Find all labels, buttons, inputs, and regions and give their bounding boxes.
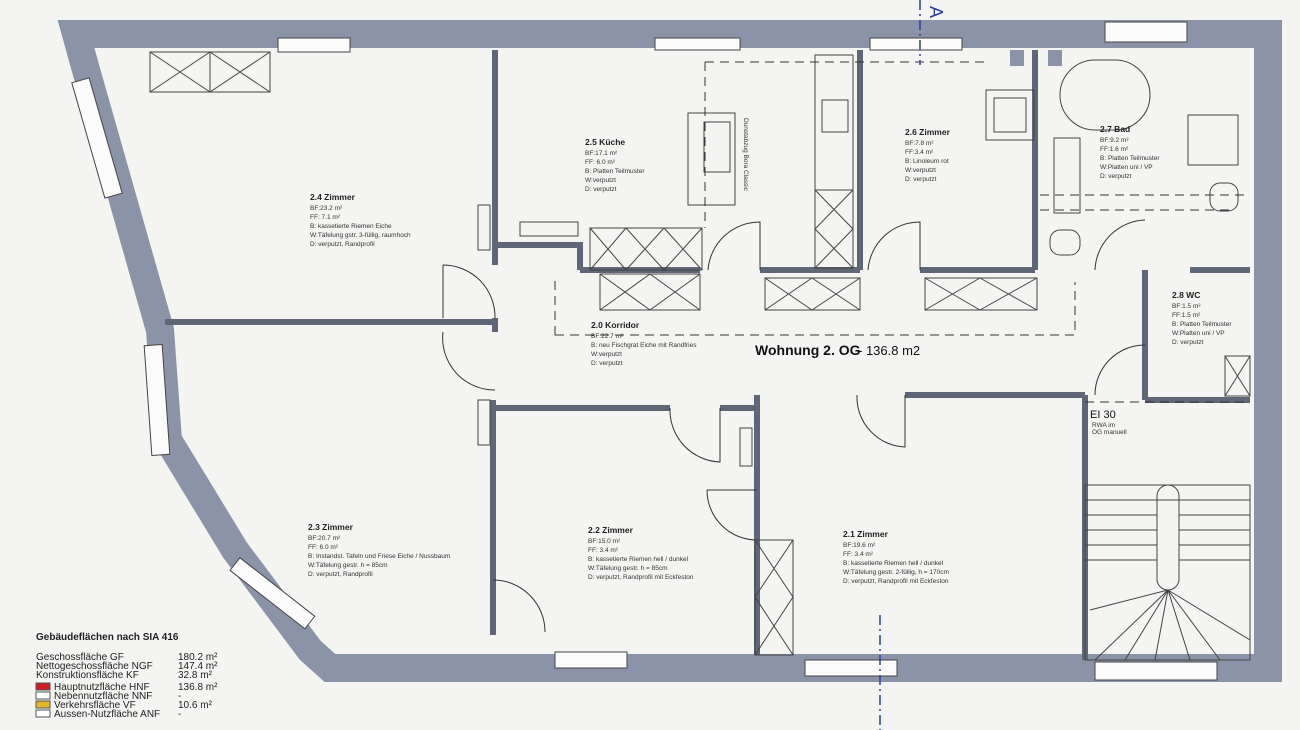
room-name: 2.2 Zimmer [588, 525, 634, 535]
room-detail: BF:9.2 m² [1100, 137, 1129, 144]
room-detail: B: Platten Teilmuster [585, 168, 645, 175]
legend-total-label: Konstruktionsfläche KF [36, 670, 139, 681]
room-detail: D: verputzt, Randprofil [308, 571, 373, 578]
fire-rating: EI 30 [1090, 409, 1116, 421]
legend-category-label: Aussen-Nutzfläche ANF [54, 709, 160, 720]
room-name: 2.1 Zimmer [843, 529, 889, 539]
room-detail: W:Platten uni / VP [1100, 164, 1153, 171]
room-detail: B: Platten Teilmuster [1172, 321, 1232, 328]
legend-category-value: 10.6 m² [178, 700, 213, 711]
doors [442, 219, 1146, 633]
legend-total-value: 180.2 m² [178, 652, 218, 663]
room-detail: D: verputzt [1172, 339, 1204, 346]
room-detail: W:Täfelung gstr. 3-füllig, raumhoch [310, 232, 411, 239]
legend-category-value: 136.8 m² [178, 682, 218, 693]
room-label: 2.8 WC BF:1.5 m² FF:1.5 m² B: Platten Teilm… [1172, 290, 1232, 346]
fire-note: OG manuell [1092, 429, 1127, 436]
legend-swatch [35, 691, 51, 700]
room-name: 2.3 Zimmer [308, 522, 354, 532]
room-detail: W:verputzt [591, 351, 622, 358]
room-detail: BF:7.8 m² [905, 140, 934, 147]
room-detail: D: verputzt, Randprofil mit Eckfeston [843, 578, 949, 585]
room-detail: D: verputzt [591, 360, 623, 367]
legend-swatch [35, 682, 51, 691]
room-detail: BF:1.5 m² [1172, 303, 1201, 310]
legend-total-value: 147.4 m² [178, 661, 218, 672]
room-detail: BF:20.7 m² [308, 535, 341, 542]
section-marker: A [926, 6, 946, 18]
legend-swatch [35, 700, 51, 709]
room-detail: FF:1.6 m² [1100, 146, 1129, 153]
legend-category-value: - [178, 691, 181, 702]
room-detail: FF: 6.0 m² [308, 544, 339, 551]
room-detail: FF: 3.4 m² [588, 547, 619, 554]
room-detail: BF:22.7 m² [591, 333, 624, 340]
legend-category-label: Nebennutzfläche NNF [54, 691, 152, 702]
apartment-title: Wohnung 2. OG [755, 342, 861, 358]
room-detail: BF:15.0 m² [588, 538, 621, 545]
dashed-lines [554, 0, 1250, 730]
room-name: 2.4 Zimmer [310, 192, 356, 202]
legend-category-value: - [178, 709, 181, 720]
room-name: 2.5 Küche [585, 137, 625, 147]
room-detail: BF:23.2 m² [310, 205, 343, 212]
room-detail: D: verputzt, Randprofil [310, 241, 375, 248]
room-detail: FF: 6.0 m² [585, 159, 616, 166]
room-name: 2.7 Bad [1100, 124, 1130, 134]
legend-total-value: 32.8 m² [178, 670, 213, 681]
legend-category-label: Verkehrsfläche VF [54, 700, 136, 711]
exterior-walls [57, 20, 1282, 682]
room-detail: W:Täfelung gestr. h = 85cm [588, 565, 668, 572]
room-detail: B: kassetierte Riemen hell / dunkel [843, 560, 944, 567]
legend-total-label: Nettogeschossfläche NGF [36, 661, 153, 672]
room-detail: B: Linoleum rot [905, 158, 949, 165]
legend-swatch [35, 709, 51, 718]
legend-total-label: Geschossfläche GF [36, 652, 124, 663]
area-legend: Gebäudeflächen nach SIA 416 Geschossfläc… [35, 632, 218, 720]
room-detail: FF: 7.1 m² [310, 214, 341, 221]
room-detail: W:verputzt [905, 167, 936, 174]
room-detail: W:verputzt [585, 177, 616, 184]
room-detail: B: Instandst. Tafeln und Friese Eiche / … [308, 553, 450, 560]
room-detail: W:Täfelung gestr. 2-füllig, h = 170cm [843, 569, 949, 576]
room-detail: BF:17.1 m² [585, 150, 618, 157]
kitchen-appliance-label: Dunstabzug Bora Classic [742, 118, 749, 192]
room-detail: FF:1.5 m² [1172, 312, 1201, 319]
legend-title: Gebäudeflächen nach SIA 416 [36, 632, 179, 643]
room-detail: D: verputzt [1100, 173, 1132, 180]
apartment-area: - 136.8 m2 [858, 343, 920, 358]
room-detail: BF:19.6 m² [843, 542, 876, 549]
windows [71, 21, 1218, 681]
legend-category-label: Hauptnutzfläche HNF [54, 682, 150, 693]
room-detail: B: kassetierte Riemen hell / dunkel [588, 556, 689, 563]
room-detail: W:Täfelung gestr. h = 85cm [308, 562, 388, 569]
room-detail: B: kassetierte Riemen Eiche [310, 223, 392, 230]
room-detail: B: neu Fischgrat Eiche mit Randfries [591, 342, 697, 349]
room-name: 2.8 WC [1172, 290, 1200, 300]
fire-note: RWA im [1092, 422, 1115, 429]
room-name: 2.6 Zimmer [905, 127, 951, 137]
room-detail: FF: 3.4 m² [843, 551, 874, 558]
cabinets [149, 51, 1251, 661]
room-detail: D: verputzt, Randprofil mit Eckfeston [588, 574, 694, 581]
room-detail: D: verputzt [905, 176, 937, 183]
room-detail: B: Platten Teilmuster [1100, 155, 1160, 162]
room-detail: W:Platten uni / VP [1172, 330, 1225, 337]
room-detail: FF:3.4 m² [905, 149, 934, 156]
room-detail: D: verputzt [585, 186, 617, 193]
room-name: 2.0 Korridor [591, 320, 640, 330]
interior-walls [165, 50, 1250, 660]
